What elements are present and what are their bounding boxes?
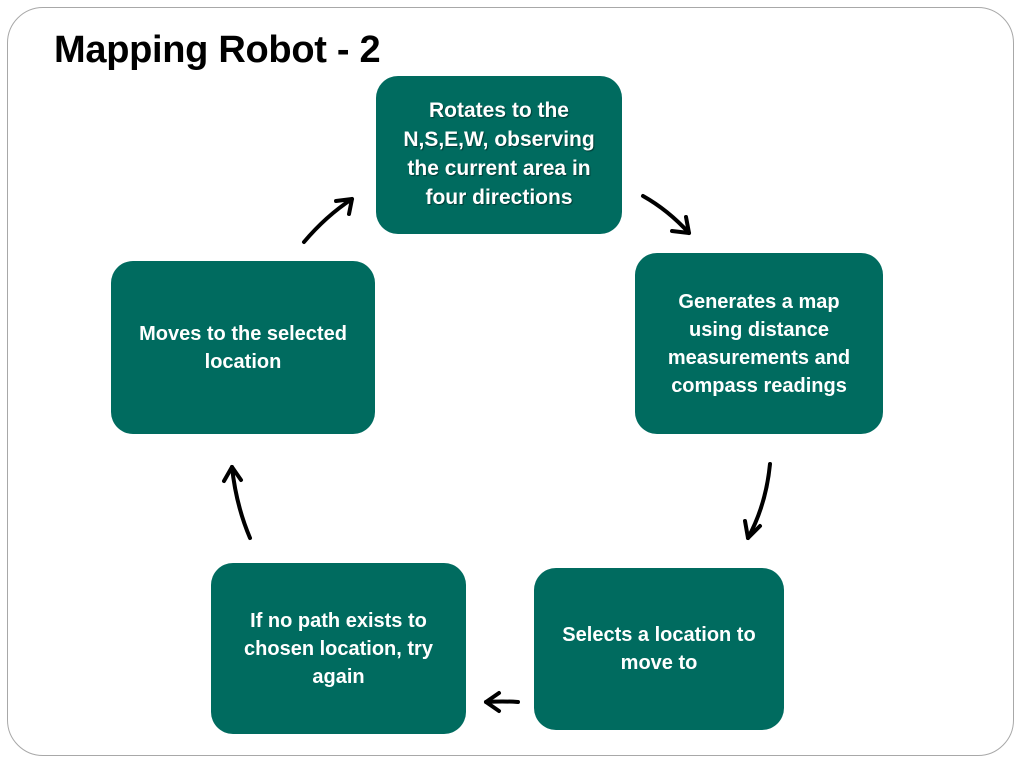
step-generate-map: Generates a map using distance measureme… bbox=[635, 253, 883, 434]
slide-title: Mapping Robot - 2 bbox=[54, 29, 381, 71]
step-select-location: Selects a location to move to bbox=[534, 568, 784, 730]
step-generate-map-label: Generates a map using distance measureme… bbox=[667, 290, 851, 397]
step-select-location-label: Selects a location to move to bbox=[562, 624, 756, 674]
step-retry-path: If no path exists to chosen location, tr… bbox=[211, 563, 466, 734]
step-rotate-observe-label: Rotates to the N,S,E,W, observing the cu… bbox=[403, 99, 595, 209]
step-move-to-location-label: Moves to the selected location bbox=[139, 322, 347, 373]
step-move-to-location: Moves to the selected location bbox=[111, 261, 375, 434]
step-rotate-observe: Rotates to the N,S,E,W, observing the cu… bbox=[376, 76, 622, 234]
step-retry-path-label: If no path exists to chosen location, tr… bbox=[244, 609, 433, 688]
